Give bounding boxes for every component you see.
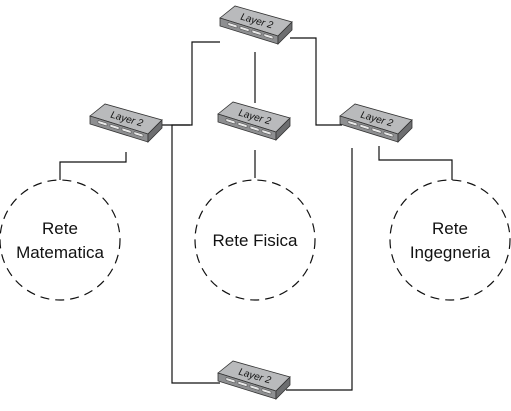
- switch-port: [225, 377, 236, 384]
- switch-port: [225, 118, 236, 125]
- switch-port: [237, 380, 248, 388]
- link-top-left: [160, 41, 220, 126]
- switch-port: [109, 123, 120, 131]
- switch-side-face: [397, 119, 413, 143]
- switch-port: [97, 120, 108, 127]
- link-left-matematica: [59, 152, 127, 180]
- switch-side-face: [147, 119, 163, 143]
- switch-port: [227, 22, 238, 29]
- switch-port: [347, 120, 358, 127]
- switch-port: [371, 127, 382, 134]
- switch-port: [383, 131, 394, 138]
- network-ingegneria: Rete Ingegneria: [389, 179, 511, 301]
- layer2-switch-top: Layer 2: [219, 5, 293, 45]
- network-ingegneria-line1: Rete: [432, 219, 468, 238]
- switch-side-face: [277, 21, 293, 45]
- network-fisica-label: Rete Fisica: [212, 231, 298, 250]
- switch-port: [359, 123, 370, 131]
- switch-port: [261, 129, 272, 136]
- layer2-switch-right: Layer 2: [339, 103, 413, 143]
- switch-port: [239, 25, 250, 33]
- layer2-switch-center: Layer 2: [217, 101, 291, 141]
- link-right-bottom: [286, 148, 353, 391]
- links: [59, 37, 453, 391]
- network-matematica-line2: Matematica: [16, 243, 104, 262]
- switch-port: [121, 127, 132, 134]
- switch-port: [251, 29, 262, 36]
- layer2-switch-left: Layer 2: [89, 103, 163, 143]
- switch-side-face: [275, 117, 291, 141]
- layer2-switch-bottom: Layer 2: [217, 360, 291, 400]
- network-matematica: Rete Matematica: [0, 179, 121, 301]
- link-right-ingegneria: [378, 146, 453, 180]
- link-left-bottom: [171, 124, 220, 384]
- switch-port: [237, 121, 248, 129]
- switch-port: [261, 388, 272, 395]
- link-top-right: [290, 37, 342, 126]
- switch-port: [249, 384, 260, 391]
- switch-port: [263, 33, 274, 40]
- network-matematica-line1: Rete: [42, 219, 78, 238]
- network-fisica: Rete Fisica: [194, 179, 316, 301]
- switch-port: [249, 125, 260, 132]
- network-ingegneria-line2: Ingegneria: [410, 243, 491, 262]
- switch-side-face: [275, 376, 291, 400]
- switch-port: [133, 131, 144, 138]
